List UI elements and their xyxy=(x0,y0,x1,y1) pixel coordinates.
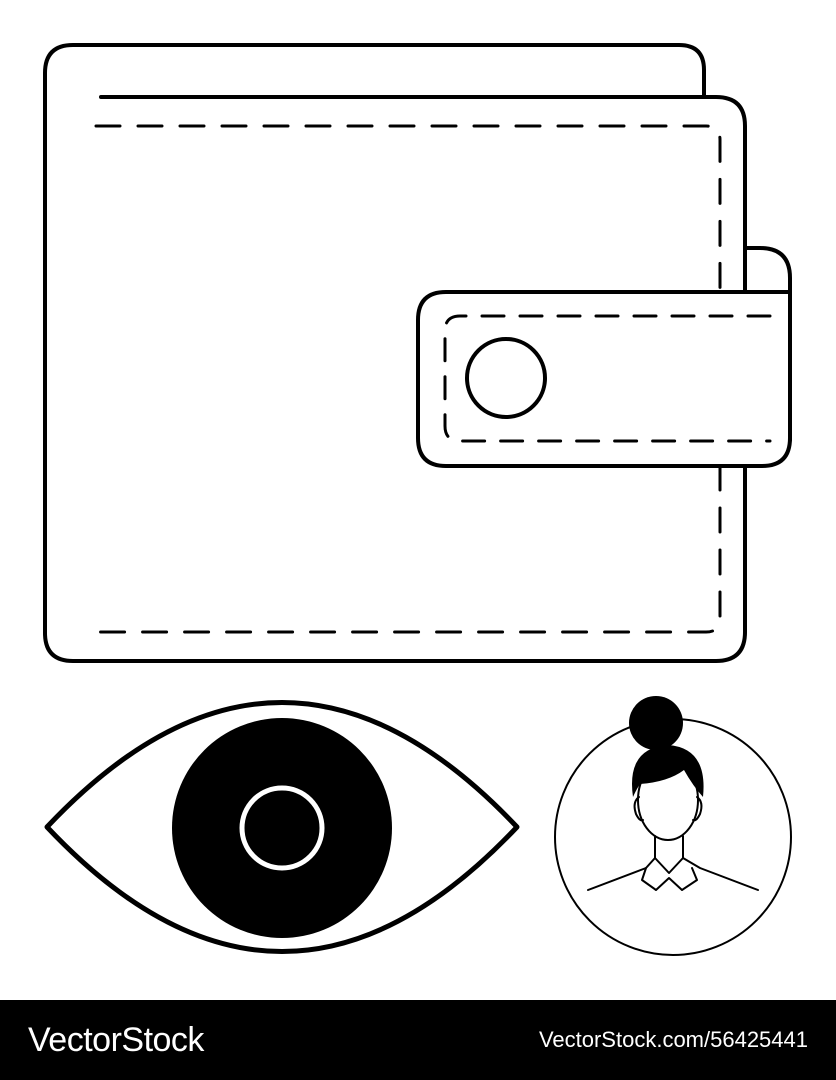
eye-icon xyxy=(44,700,520,954)
watermark-image-id: VectorStock.com/56425441 xyxy=(538,1027,808,1052)
watermark-bar: VectorStock VectorStock.com/56425441 xyxy=(0,1000,836,1080)
watermark-brand: VectorStock xyxy=(28,1021,204,1059)
user-avatar-icon xyxy=(554,696,792,956)
illustration xyxy=(43,43,792,956)
wallet-icon xyxy=(43,43,792,663)
